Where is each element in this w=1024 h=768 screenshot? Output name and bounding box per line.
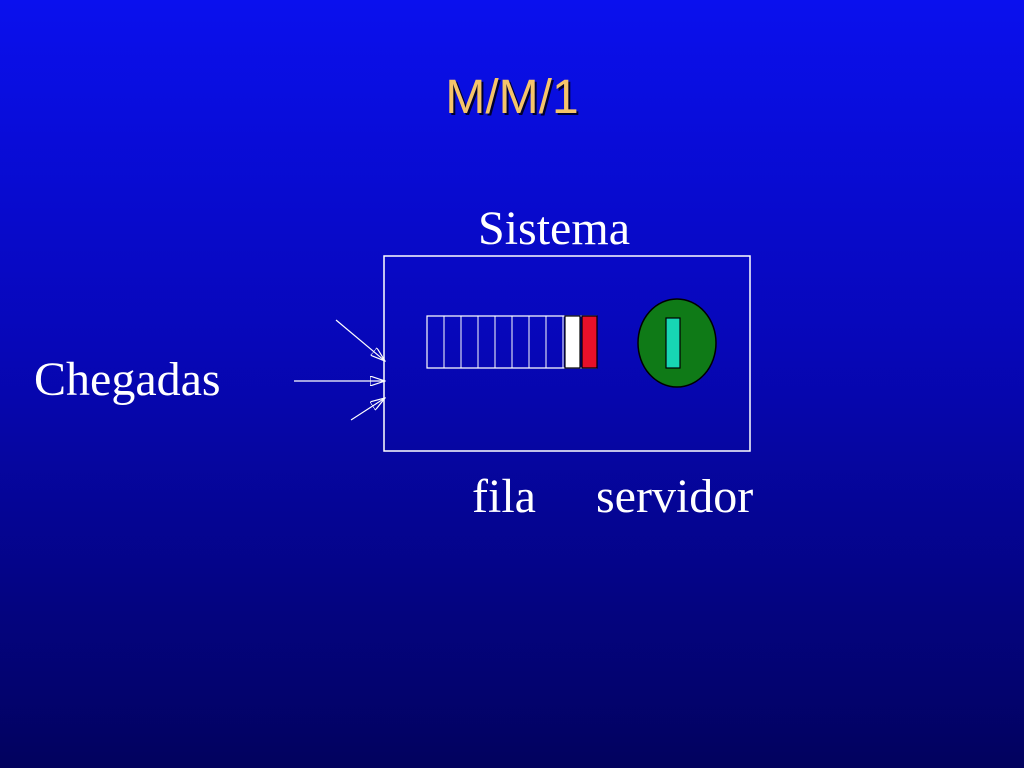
customer-in-service (665, 317, 681, 369)
queued-customer (581, 315, 598, 369)
server-label: servidor (596, 470, 754, 523)
queue-label: fila (472, 470, 536, 523)
system-label: Sistema (478, 202, 630, 255)
arrival-arrow-lower (350, 398, 385, 421)
arrivals-label: Chegadas (34, 353, 221, 406)
queue-buffer (426, 315, 598, 369)
slide-title: M/M/1 (445, 71, 579, 124)
arrival-arrow-upper (335, 319, 385, 361)
queued-customer (564, 315, 581, 369)
